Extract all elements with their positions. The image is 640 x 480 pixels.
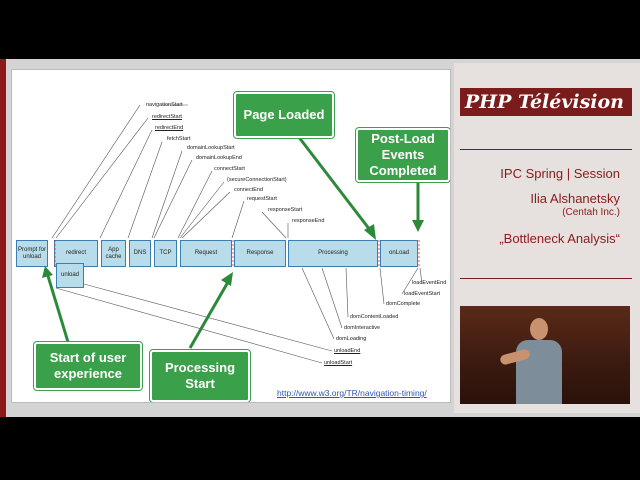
callout-post-load-events: Post-Load Events Completed <box>356 128 450 182</box>
label-navigation-start: navigationStart <box>146 102 183 108</box>
callout-page-loaded: Page Loaded <box>234 92 334 138</box>
source-url[interactable]: http://www.w3.org/TR/navigation-timing/ <box>277 388 427 398</box>
speaker-affiliation: (Centah Inc.) <box>562 207 620 218</box>
speaker-video <box>460 306 630 404</box>
phase-request: Request <box>180 240 232 267</box>
label-connect-start: connectStart <box>214 166 245 172</box>
label-redirect-start: redirectStart <box>152 114 182 120</box>
speaker-head <box>530 318 548 340</box>
label-domain-lookup-end: domainLookupEnd <box>196 155 242 161</box>
label-fetch-start: fetchStart <box>167 136 191 142</box>
phase-onload: onLoad <box>380 240 418 267</box>
phase-app-cache: App cache <box>101 240 126 267</box>
callout-start-of-user-experience: Start of user experience <box>34 342 142 390</box>
slide: Prompt for unload redirect unload App ca… <box>12 70 450 402</box>
label-load-event-start: loadEventStart <box>404 291 441 297</box>
event-title: IPC Spring | Session <box>500 166 620 181</box>
phase-processing: Processing <box>288 240 378 267</box>
phase-tcp: TCP <box>154 240 177 267</box>
frame-accent <box>0 59 6 417</box>
label-response-end: responseEnd <box>292 218 325 224</box>
phase-prompt-for-unload: Prompt for unload <box>16 240 48 267</box>
phase-dns: DNS <box>129 240 151 267</box>
channel-brand: PHP Télévision <box>460 88 632 116</box>
phase-response: Response <box>234 240 286 267</box>
label-dom-loading: domLoading <box>336 336 367 342</box>
label-domain-lookup-start: domainLookupStart <box>187 145 235 151</box>
timing-connectors <box>42 104 424 364</box>
speaker-name: Ilia Alshanetsky <box>530 191 620 206</box>
phase-redirect: redirect <box>54 240 98 267</box>
divider-top <box>460 149 632 150</box>
label-request-start: requestStart <box>247 196 277 202</box>
phase-unload: unload <box>56 263 84 288</box>
label-connect-end: connectEnd <box>234 187 264 193</box>
label-dom-complete: domComplete <box>386 301 421 307</box>
divider-bottom <box>460 278 632 279</box>
callout-processing-start: Processing Start <box>150 350 250 402</box>
label-secure-connection-start: (secureConnectionStart) <box>227 177 287 183</box>
label-unload-end: unloadEnd <box>334 348 361 354</box>
label-unload-start: unloadStart <box>324 360 353 366</box>
talk-title: „Bottleneck Analysis“ <box>499 231 620 246</box>
label-dom-interactive: domInteractive <box>344 325 381 331</box>
label-redirect-end: redirectEnd <box>155 125 184 131</box>
label-dom-content-loaded: domContentLoaded <box>350 314 399 320</box>
label-load-event-end: loadEventEnd <box>412 280 447 286</box>
label-response-start: responseStart <box>268 207 303 213</box>
